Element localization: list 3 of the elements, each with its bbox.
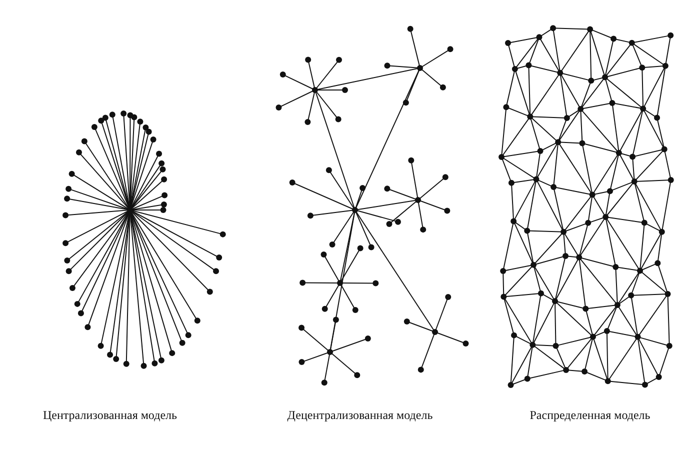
caption-text: Децентрализованная модель — [286, 408, 434, 422]
caption-text: Распределенная модель — [528, 408, 652, 422]
caption-text: Централизованная модель — [42, 408, 178, 422]
